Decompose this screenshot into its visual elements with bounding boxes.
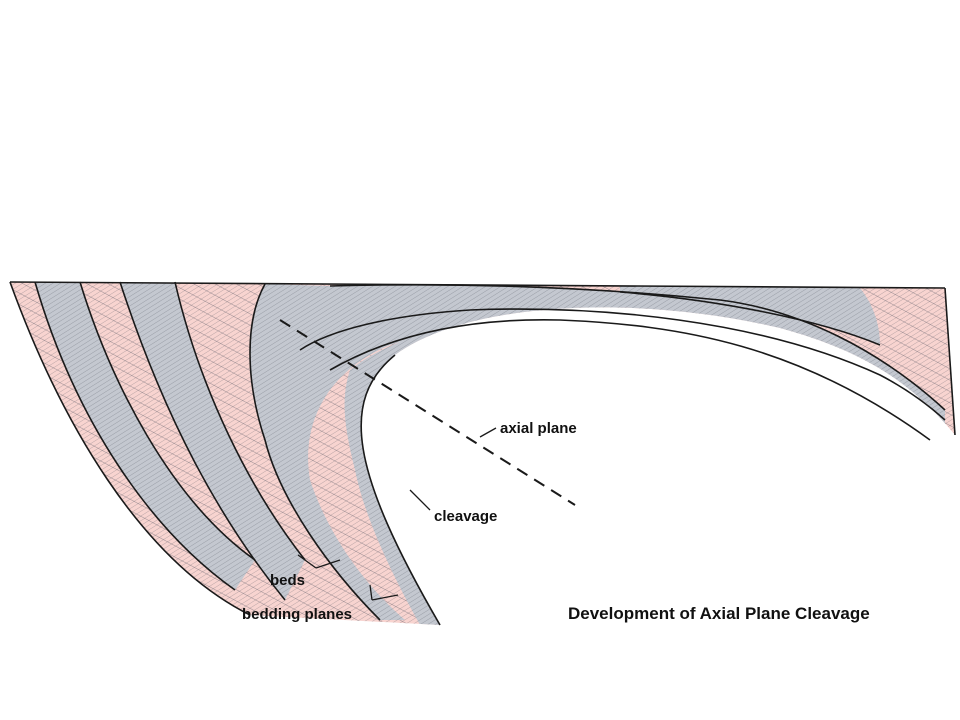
leader-bedding-1 <box>369 584 373 601</box>
diagram-title: Development of Axial Plane Cleavage <box>568 604 870 623</box>
bedding-line-1 <box>34 281 236 591</box>
label-beds: beds <box>270 572 306 589</box>
label-cleavage: cleavage <box>434 508 498 525</box>
label-bedding-planes: bedding planes <box>242 606 353 623</box>
leader-beds-2 <box>315 559 341 569</box>
leader-axial-plane <box>479 427 497 438</box>
outer-right <box>944 287 956 436</box>
leader-cleavage <box>409 489 431 511</box>
bedding-line-10 <box>619 291 881 346</box>
leader-beds-1 <box>297 554 317 569</box>
bedding-line-5 <box>249 283 381 621</box>
bedding-line-7 <box>299 308 946 421</box>
axial-plane-line <box>279 319 576 506</box>
leader-bedding-2 <box>371 594 399 601</box>
bedding-line-9 <box>360 354 441 626</box>
surface-line <box>9 281 946 289</box>
bedding-line-8 <box>329 318 931 441</box>
label-axial-plane: axial plane <box>500 420 577 437</box>
bedding-line-2 <box>79 281 256 561</box>
bedding-line-4 <box>174 281 306 561</box>
bedding-line-3 <box>119 281 286 601</box>
